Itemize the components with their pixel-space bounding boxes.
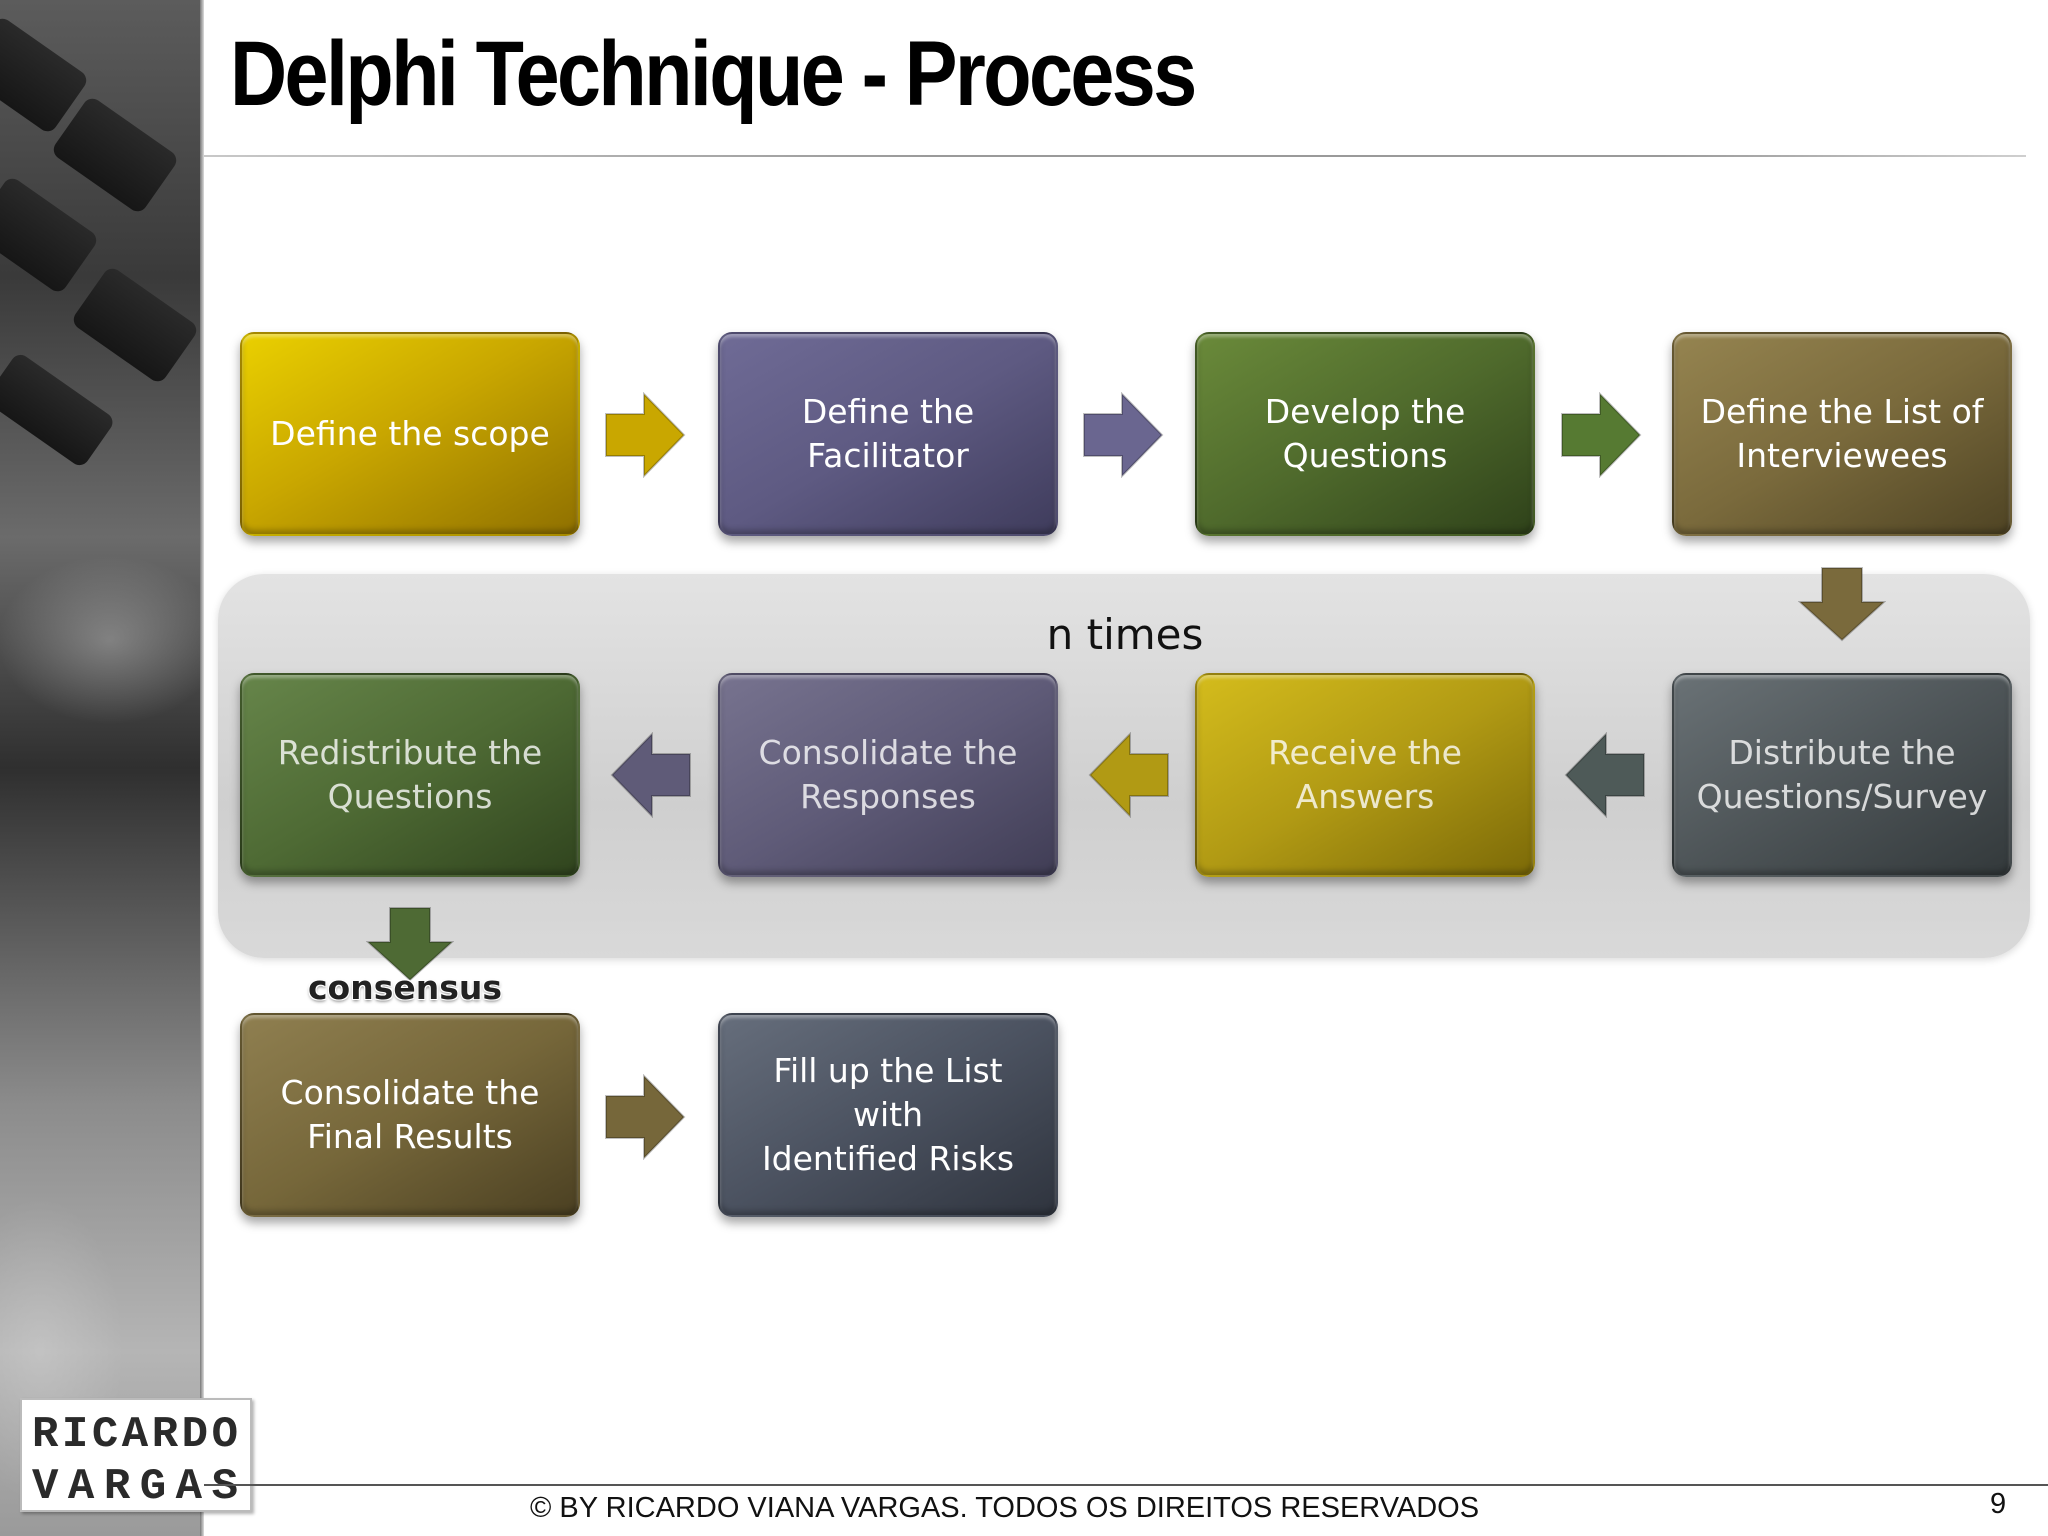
step-text-line2: Questions — [1282, 436, 1448, 475]
step-text-line1: Receive the — [1268, 733, 1462, 772]
step-text-line2: Questions/Survey — [1696, 777, 1988, 816]
arrow-right-icon — [605, 392, 686, 478]
arrow-left-icon — [1564, 732, 1645, 818]
step-text-line1: Define the List of — [1700, 392, 1984, 431]
arrow-right-icon — [605, 1074, 686, 1160]
page-title: Delphi Technique - Process — [230, 23, 1197, 125]
step-define-scope: Define the scope — [240, 332, 580, 536]
loop-label: n times — [1046, 610, 1204, 659]
footer-divider — [204, 1484, 2048, 1486]
step-text-line2: Final Results — [307, 1117, 513, 1156]
footer-copyright: © BY RICARDO VIANA VARGAS. TODOS OS DIRE… — [530, 1492, 1480, 1524]
title-divider — [204, 155, 2026, 157]
consensus-label: consensus — [307, 968, 503, 1007]
step-text-line2: Identified Risks — [761, 1139, 1015, 1178]
page-number: 9 — [1990, 1488, 2007, 1520]
step-text-line2: Interviewees — [1736, 436, 1948, 475]
svg-text:VARGAS: VARGAS — [32, 1462, 238, 1510]
step-text-line2: Responses — [800, 777, 976, 816]
arrow-down-icon — [1798, 567, 1886, 642]
step-text-line2: Answers — [1295, 777, 1435, 816]
step-text-line1: Distribute the — [1728, 733, 1956, 772]
step-text-line1: Consolidate the — [280, 1073, 540, 1112]
decorative-side-panel — [0, 0, 204, 1536]
arrow-left-icon — [1088, 732, 1169, 818]
arrow-right-icon — [1561, 392, 1642, 478]
step-text-line2: Facilitator — [807, 436, 969, 475]
side-panel-edge — [200, 0, 204, 1536]
step-text-line2: Questions — [327, 777, 493, 816]
arrow-down-icon — [366, 907, 454, 982]
step-text-line1: Define the scope — [270, 414, 550, 453]
svg-text:RICARDO: RICARDO — [32, 1410, 238, 1460]
step-text-line1: Fill up the List with — [773, 1051, 1003, 1134]
step-text-line1: Define the — [801, 392, 975, 431]
step-text-line1: Consolidate the — [758, 733, 1018, 772]
arrow-right-icon — [1083, 392, 1164, 478]
arrow-left-icon — [610, 732, 691, 818]
step-define-interviewees: Define the List of Interviewees — [1672, 332, 2012, 536]
ricardo-vargas-logo: RICARDO VARGAS — [20, 1398, 252, 1512]
step-text-line1: Develop the — [1264, 392, 1466, 431]
step-text-line1: Redistribute the — [277, 733, 543, 772]
